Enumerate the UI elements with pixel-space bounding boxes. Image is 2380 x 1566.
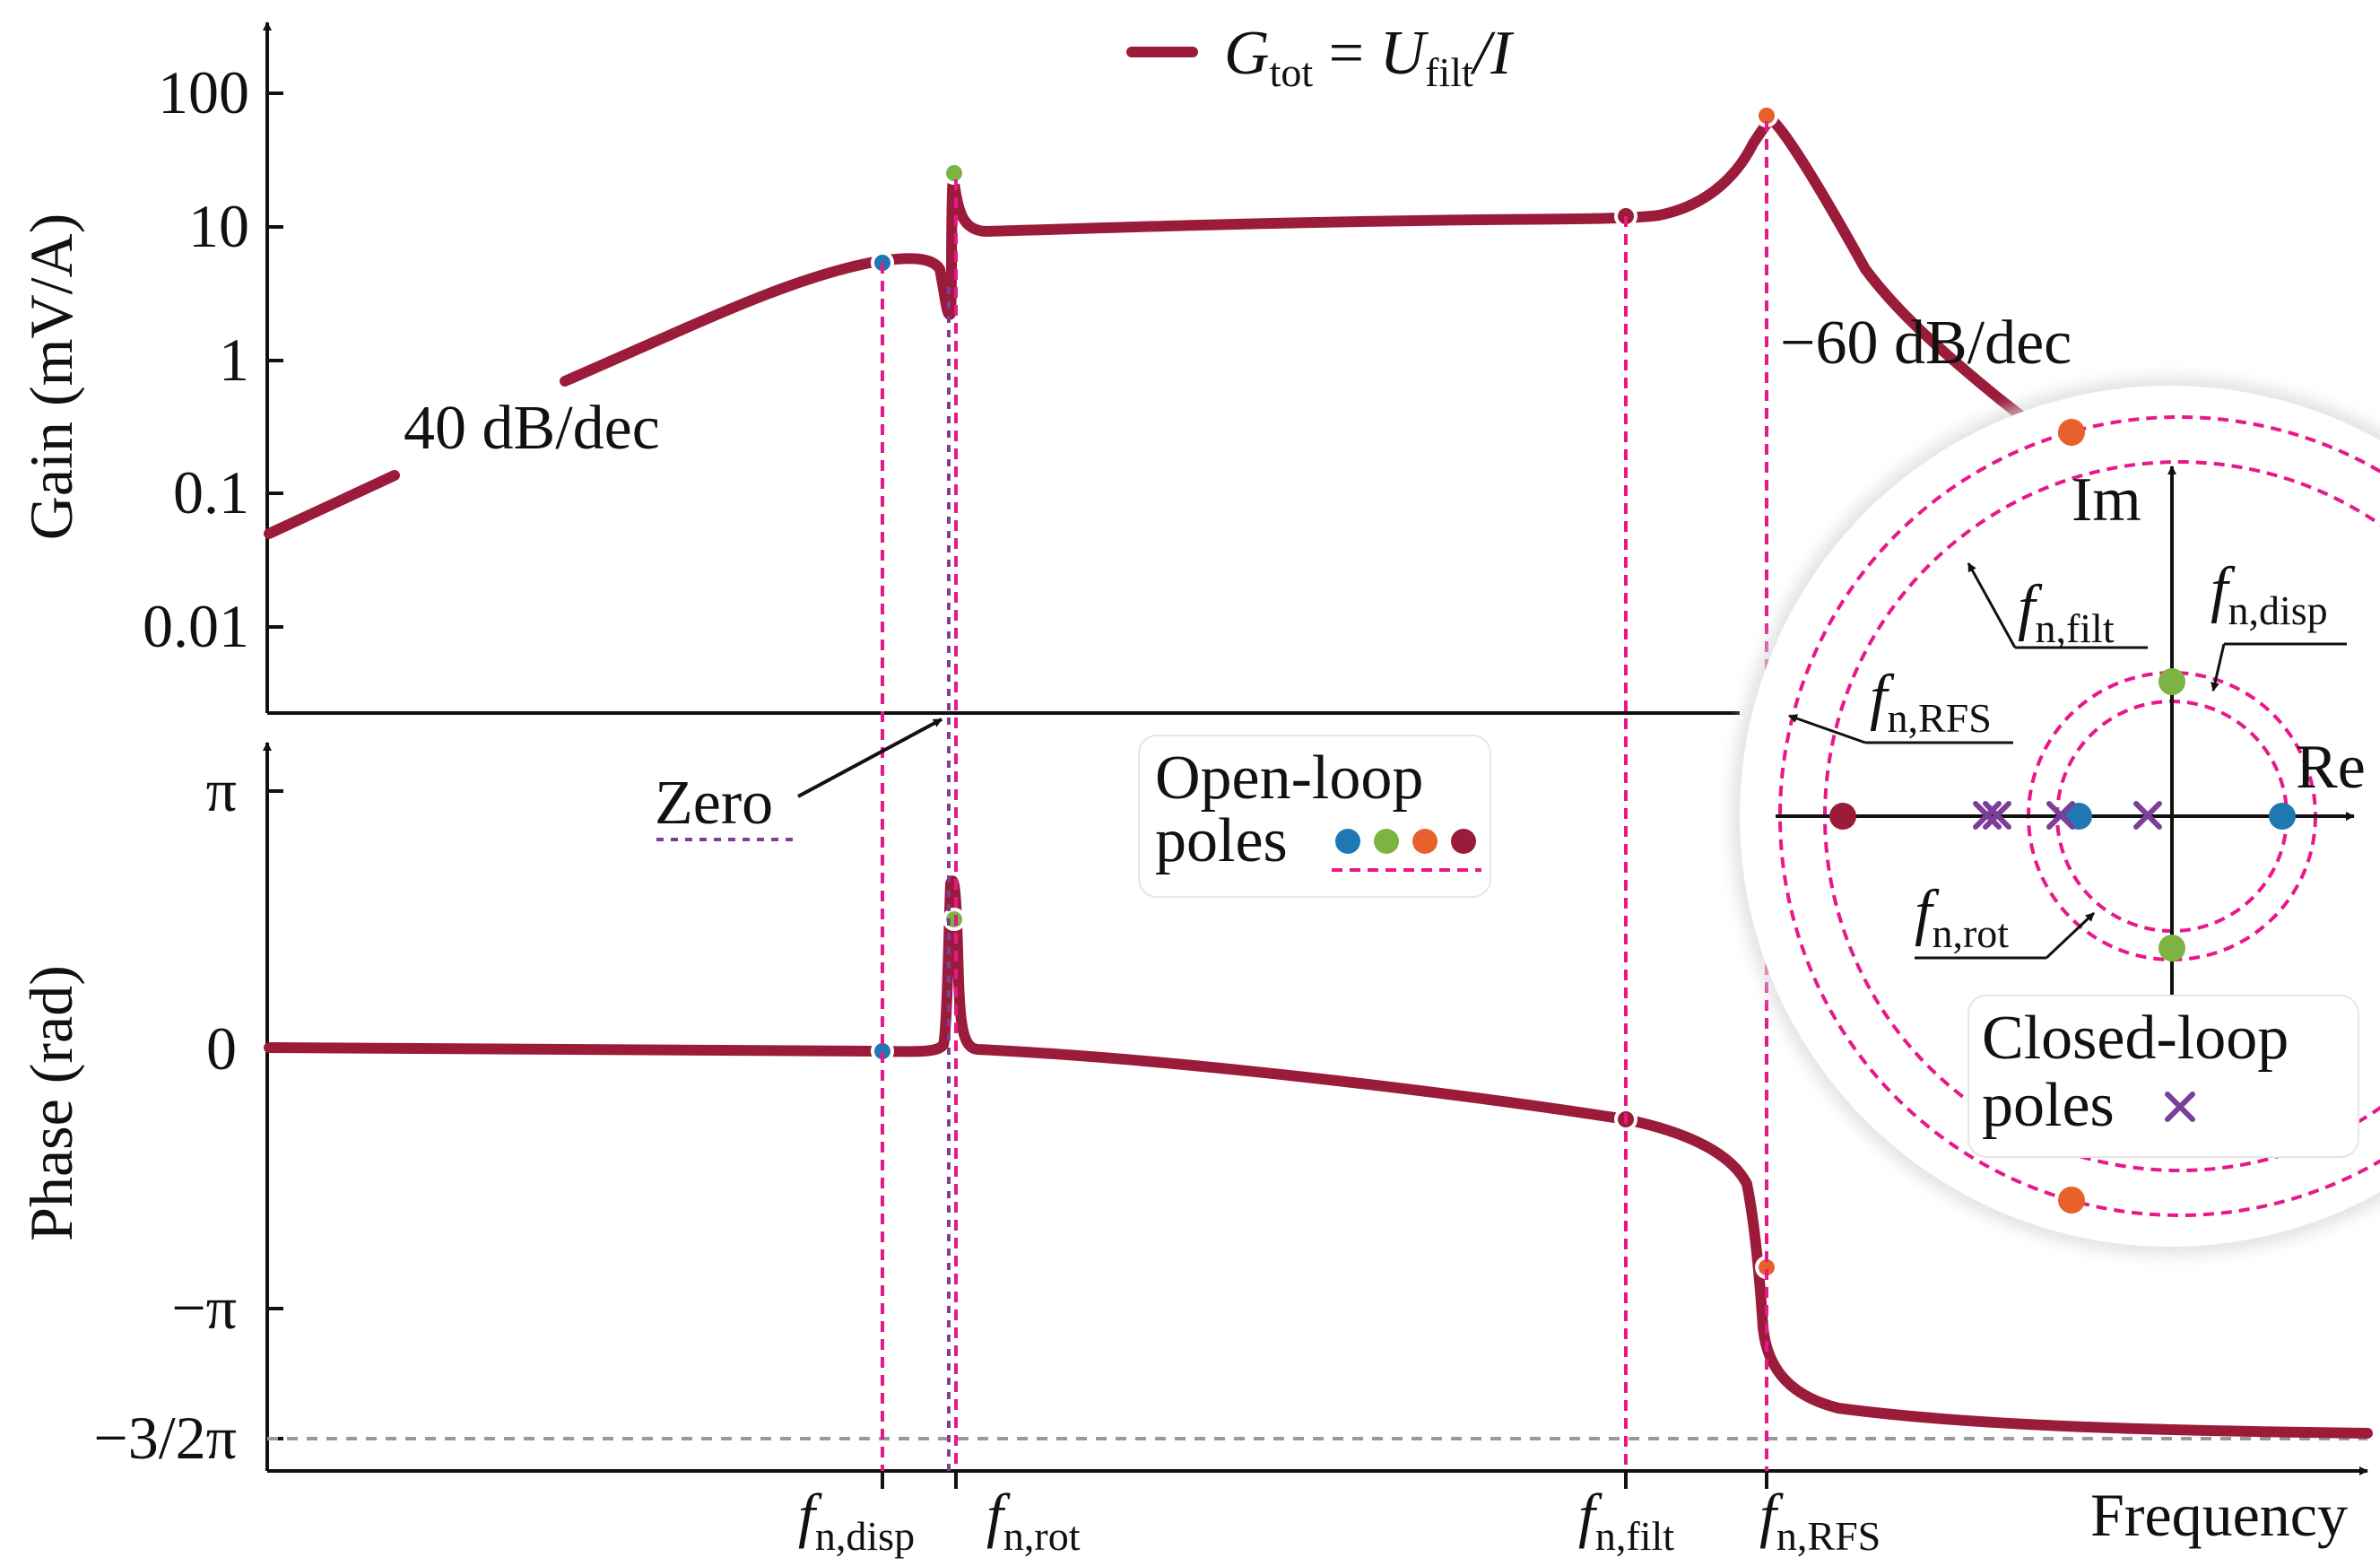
zero-label: Zero (655, 769, 773, 838)
inset-im-label: Im (2072, 465, 2141, 535)
pole-rot-upper (2159, 668, 2185, 695)
closed-loop-label-1: Closed-loop (1982, 1004, 2289, 1073)
frequency-ticks: fn,disp fn,rot fn,filt fn,RFS (798, 1471, 1881, 1559)
inset-circle-labels: fn,filt fn,disp fn,RFS fn,rot (1788, 555, 2347, 960)
xtick-f-n-filt: fn,filt (1578, 1481, 1674, 1559)
legend-label: Gtot = Ufilt/I (1224, 19, 1515, 95)
closed-loop-label-2: poles (1982, 1071, 2115, 1140)
phase-tick-pi: π (206, 756, 237, 824)
phase-panel: π 0 −π −3/2π Phase (rad) Frequency fn,di… (17, 742, 2373, 1559)
gain-panel: 100 10 1 0.1 0.01 Gain (mV/A) Gtot = Ufi… (17, 19, 2072, 715)
slope-minus60-label: −60 dB/dec (1780, 309, 2072, 378)
gain-tick-0.1: 0.1 (173, 458, 249, 526)
cl-pole-1 (1973, 801, 2002, 830)
phase-y-ticks: π 0 −π −3/2π (93, 756, 283, 1472)
pole-zero-inset: Re Im fn,filt fn,disp fn,RFS fn (1731, 377, 2380, 1256)
gain-tick-0.01: 0.01 (143, 592, 249, 660)
phase-tick-minus-3-2pi: −3/2π (93, 1404, 237, 1472)
phase-curve (264, 875, 2373, 1439)
inset-re-label: Re (2296, 733, 2366, 802)
gain-legend: Gtot = Ufilt/I (1126, 19, 1515, 95)
phase-y-label: Phase (rad) (17, 965, 85, 1241)
cl-pole-3 (2046, 801, 2075, 830)
gain-curve (264, 114, 2005, 539)
open-loop-label-1: Open-loop (1155, 744, 1423, 813)
closed-loop-legend: Closed-loop poles (1967, 995, 2359, 1158)
phase-tick-minus-pi: −π (171, 1274, 237, 1342)
gain-tick-1: 1 (219, 326, 249, 394)
phase-tick-0: 0 (206, 1014, 237, 1083)
xtick-f-n-rfs: fn,RFS (1759, 1481, 1881, 1559)
pole-disp-right (2269, 803, 2296, 830)
cl-pole-2 (1983, 801, 2011, 830)
gain-y-label: Gain (mV/A) (17, 213, 85, 540)
slope-40-label: 40 dB/dec (404, 394, 660, 463)
open-loop-label-2: poles (1155, 806, 1288, 875)
xtick-f-n-rot: fn,rot (986, 1481, 1081, 1559)
xtick-f-n-disp: fn,disp (798, 1481, 915, 1559)
open-loop-legend: Open-loop poles (1138, 735, 1491, 898)
cl-pole-4 (2133, 801, 2162, 830)
pole-filt (1829, 803, 1856, 830)
label-f-n-filt: fn,filt (2018, 573, 2115, 651)
frequency-guides (881, 121, 1768, 1471)
pole-rfs-lower (2058, 1187, 2085, 1214)
x-axis-label: Frequency (2090, 1481, 2348, 1549)
pole-rfs-upper (2058, 419, 2085, 446)
zero-arrow (797, 718, 942, 798)
closed-loop-poles (1973, 801, 2162, 830)
gain-y-ticks: 100 10 1 0.1 0.01 (143, 58, 283, 660)
open-loop-dot-filt (1451, 829, 1476, 854)
zero-annotation: Zero (655, 718, 942, 841)
pole-rot-lower (2159, 935, 2185, 961)
open-loop-dot-rfs (1412, 829, 1438, 854)
closed-loop-legend-x (2165, 1092, 2195, 1122)
open-loop-dot-rot (1374, 829, 1399, 854)
gain-tick-10: 10 (188, 192, 249, 260)
open-loop-dot-disp (1335, 829, 1360, 854)
gain-tick-100: 100 (158, 58, 249, 126)
